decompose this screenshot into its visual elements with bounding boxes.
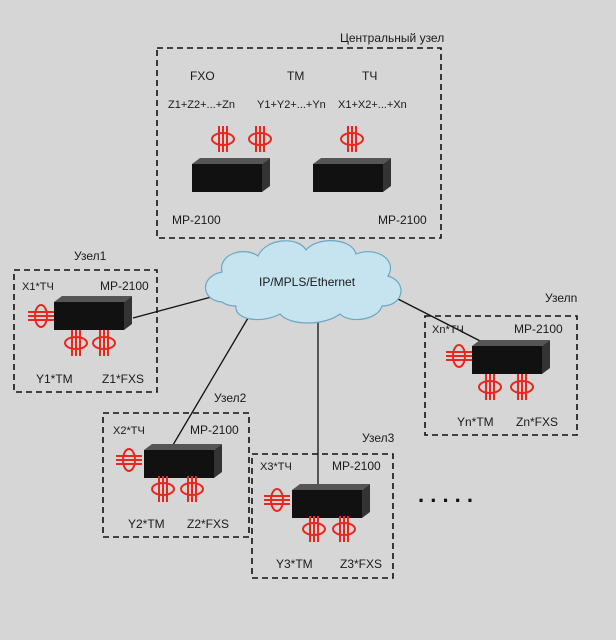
sum-y-label: Y1+Y2+...+Yn	[257, 99, 326, 111]
node-1-cable-tch	[27, 304, 55, 328]
node-3-device-label: MP-2100	[332, 459, 381, 473]
node-n-cable-tm	[478, 373, 502, 401]
node-3-cable-fxs	[332, 515, 356, 543]
node-1-tm-label: Y1*TM	[36, 372, 73, 386]
node-1-cable-tm	[64, 329, 88, 357]
node-n-cable-fxs	[510, 373, 534, 401]
node-1-device-label: MP-2100	[100, 279, 149, 293]
node-1-tch-label: X1*ТЧ	[22, 281, 54, 293]
node-2-cable-tch	[115, 448, 143, 472]
node-2-tch-label: X2*ТЧ	[113, 425, 145, 437]
node-n-fxs-label: Zn*FXS	[516, 415, 558, 429]
node-2-fxs-label: Z2*FXS	[187, 517, 229, 531]
node-3-tm-label: Y3*TM	[276, 557, 313, 571]
node-3-cable-tch	[263, 488, 291, 512]
node-1-cable-fxs	[92, 329, 116, 357]
cable-fxo	[211, 125, 235, 153]
device-central-left	[192, 158, 270, 192]
node-1: Узел1 X1*ТЧ MP-2100 Y1*TM Z1*FXS	[13, 249, 158, 393]
cloud-label: IP/MPLS/Ethernet	[259, 275, 356, 289]
node-n-tch-label: Xn*ТЧ	[432, 324, 464, 336]
device-central-right	[313, 158, 391, 192]
node-3: Узел3 X3*ТЧ MP-2100 Y3*TM Z3*FXS	[251, 431, 395, 579]
node-n-device-label: MP-2100	[514, 322, 563, 336]
node-3-title: Узел3	[362, 431, 395, 445]
central-node: Центральный узел FXO TM ТЧ Z1+Z2+...+Zn …	[156, 31, 444, 239]
more-nodes-ellipsis: . . . . .	[418, 482, 473, 507]
node-3-fxs-label: Z3*FXS	[340, 557, 382, 571]
node-n-title: Узелn	[545, 291, 577, 305]
node-n: Узелn Xn*ТЧ MP-2100 Yn*TM Zn*FXS	[424, 291, 578, 436]
node-3-tch-label: X3*ТЧ	[260, 461, 292, 473]
node-3-cable-tm	[302, 515, 326, 543]
link-node2	[169, 317, 249, 451]
sum-x-label: X1+X2+...+Xn	[338, 99, 407, 111]
col-tm-label: TM	[287, 69, 304, 83]
node-1-fxs-label: Z1*FXS	[102, 372, 144, 386]
node-2-cable-tm	[151, 475, 175, 503]
col-tch-label: ТЧ	[362, 69, 377, 83]
node-3-device	[292, 484, 370, 518]
node-2-tm-label: Y2*TM	[128, 517, 165, 531]
link-node1	[132, 295, 216, 319]
node-2-device	[144, 444, 222, 478]
node-2: Узел2 X2*ТЧ MP-2100 Y2*TM Z2*FXS	[102, 391, 250, 538]
sum-z-label: Z1+Z2+...+Zn	[168, 99, 235, 111]
node-1-title: Узел1	[74, 249, 107, 263]
node-n-tm-label: Yn*TM	[457, 415, 494, 429]
ip-mpls-cloud: IP/MPLS/Ethernet	[205, 240, 402, 324]
node-1-device	[54, 296, 132, 330]
cable-tch	[340, 125, 364, 153]
node-n-device	[472, 340, 550, 374]
central-device-left-label: MP-2100	[172, 213, 221, 227]
cable-tm	[248, 125, 272, 153]
col-fxo-label: FXO	[190, 69, 215, 83]
node-n-cable-tch	[445, 344, 473, 368]
central-device-right-label: MP-2100	[378, 213, 427, 227]
node-2-cable-fxs	[180, 475, 204, 503]
node-2-title: Узел2	[214, 391, 247, 405]
central-node-title: Центральный узел	[340, 31, 444, 45]
link-noden	[395, 297, 491, 347]
node-2-device-label: MP-2100	[190, 423, 239, 437]
